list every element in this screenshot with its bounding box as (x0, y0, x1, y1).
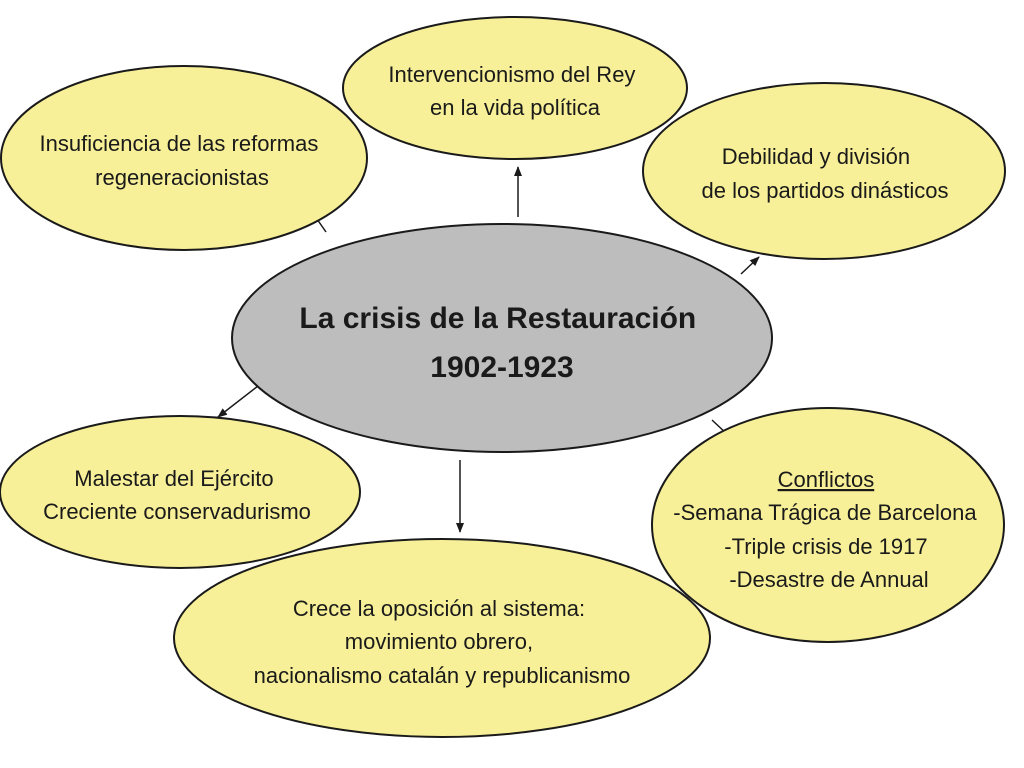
node-oposicion: Crece la oposición al sistema: movimient… (173, 538, 711, 738)
node-text-line: nacionalismo catalán y republicanismo (254, 663, 631, 688)
node-malestar: Malestar del Ejército Creciente conserva… (0, 415, 361, 569)
node-conflictos: Conflictos -Semana Trágica de Barcelona … (651, 407, 1005, 643)
center-years: 1902-1923 (430, 351, 573, 384)
conflictos-heading: Conflictos (778, 467, 875, 492)
center-ellipse (231, 223, 773, 453)
node-text-line: de los partidos dinásticos (701, 178, 948, 203)
arrow-to-debilidad (740, 256, 760, 275)
node-text-line: Debilidad y división (722, 144, 910, 169)
node-debilidad: Debilidad y división de los partidos din… (642, 82, 1006, 260)
node-text-line: en la vida política (430, 95, 601, 120)
node-text-line: -Desastre de Annual (729, 567, 928, 592)
node-text-line: regeneracionistas (95, 165, 269, 190)
node-text-line: -Semana Trágica de Barcelona (673, 500, 977, 525)
node-ellipse (0, 65, 368, 251)
svg-text:Conflictos -Semana Trági: Conflictos -Semana Trágica de Barcelona … (673, 467, 982, 592)
node-text-line: -Triple crisis de 1917 (724, 534, 927, 559)
node-ellipse (642, 82, 1006, 260)
node-ellipse (173, 538, 711, 738)
node-insuficiencia: Insuficiencia de las reformas regeneraci… (0, 65, 368, 251)
svg-text:Malestar del Ejército Cr: Malestar del Ejército Creciente conserva… (43, 466, 311, 524)
svg-text:Insuficiencia de las reformas: Insuficiencia de las reformas regeneraci… (40, 131, 325, 190)
node-text-line: movimiento obrero, (345, 629, 533, 654)
svg-text:Intervencionismo del Rey: Intervencionismo del Rey en la vida polí… (388, 62, 641, 120)
svg-text:Debilidad y división de: Debilidad y división de los partidos din… (701, 144, 948, 203)
arrow-to-malestar (217, 385, 259, 418)
node-text-line: Malestar del Ejército (74, 466, 273, 491)
node-ellipse (342, 16, 688, 160)
svg-text:Crece la oposición al sistema:: Crece la oposición al sistema: movimient… (254, 596, 631, 688)
node-ellipse (0, 415, 361, 569)
node-text-line: Insuficiencia de las reformas (40, 131, 319, 156)
node-ellipse (651, 407, 1005, 643)
node-text-line: Crece la oposición al sistema: (293, 596, 585, 621)
center-node: La crisis de la Restauración 1902-1923 (231, 223, 773, 453)
svg-text:La crisis de la Restauración: La crisis de la Restauración 1902-1923 (299, 302, 704, 384)
node-text-line: Intervencionismo del Rey (388, 62, 635, 87)
center-title: La crisis de la Restauración (299, 302, 696, 335)
node-intervencionismo: Intervencionismo del Rey en la vida polí… (342, 16, 688, 160)
node-text-line: Creciente conservadurismo (43, 499, 311, 524)
